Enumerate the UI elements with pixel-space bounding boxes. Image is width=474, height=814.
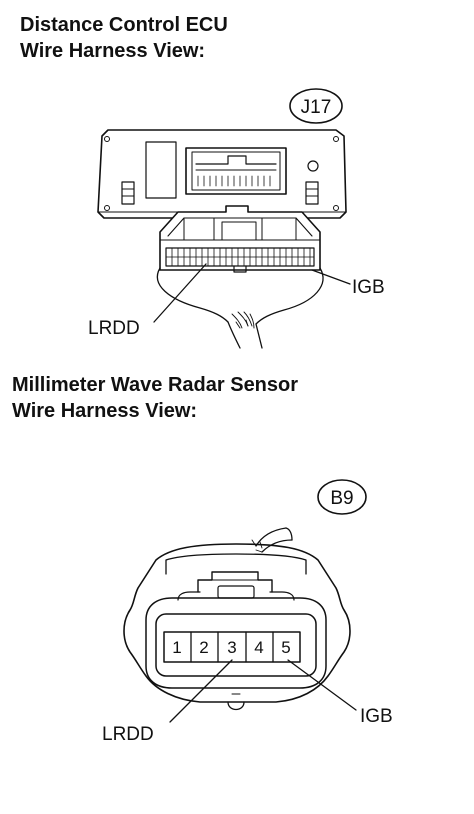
ecu-connector-id: J17 (301, 97, 332, 118)
ecu-title-line1: Distance Control ECU (20, 14, 228, 36)
radar-pin-3: 3 (227, 638, 236, 657)
radar-title-line2: Wire Harness View: (12, 400, 198, 422)
radar-pin-1: 1 (172, 638, 181, 657)
radar-section-title: Millimeter Wave Radar Sensor Wire Harnes… (12, 372, 298, 424)
ecu-lrdd-label: LRDD (88, 318, 140, 339)
ecu-section-title: Distance Control ECU Wire Harness View: (20, 12, 228, 64)
ecu-igb-leader (311, 269, 351, 285)
radar-title-line1: Millimeter Wave Radar Sensor (12, 374, 299, 396)
ecu-wire-bundle (156, 267, 229, 323)
ecu-connector-id-bubble (289, 88, 343, 124)
radar-pin-2: 2 (199, 638, 208, 657)
radar-pin-4: 4 (254, 638, 263, 657)
ecu-header-socket (185, 147, 287, 195)
radar-igb-leader (287, 659, 357, 711)
ecu-igb-label: IGB (352, 277, 385, 298)
radar-connector-drawing: B9 1 2 3 4 5 LRDD IGB (102, 479, 393, 745)
radar-lrdd-leader (169, 659, 233, 723)
ecu-housing (97, 129, 347, 219)
ecu-lrdd-leader (153, 263, 207, 323)
radar-connector-id: B9 (330, 488, 353, 509)
ecu-connector-drawing: J17 (88, 88, 385, 349)
radar-pin-5: 5 (281, 638, 290, 657)
ecu-title-line2: Wire Harness View: (20, 40, 206, 62)
radar-connector-shell (123, 543, 351, 703)
radar-lrdd-label: LRDD (102, 724, 154, 745)
radar-connector-id-bubble (317, 479, 367, 515)
radar-igb-label: IGB (360, 706, 393, 727)
